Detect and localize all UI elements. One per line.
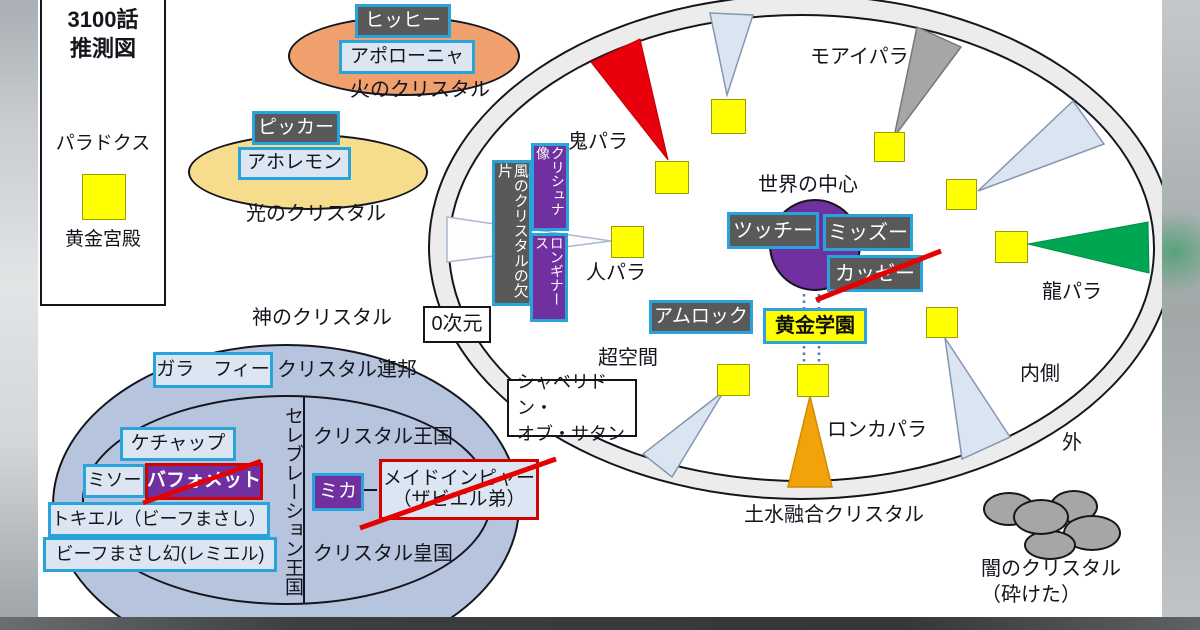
made-in-pya-line2: （ザビエル弟）: [392, 488, 526, 510]
light-leader-box: ピッカー: [252, 111, 340, 145]
tokiel-box: トキエル（ビーフまさし）: [48, 502, 270, 537]
dark-crystal-caption-line1: 闇のクリスタル: [981, 558, 1121, 580]
oni-para-label: 鬼パラ: [568, 131, 628, 153]
tsucchi-box: ツッチー: [727, 212, 819, 249]
zero-dimension-box: 0次元: [423, 306, 491, 343]
title-line1: 3100話: [67, 7, 139, 32]
earth-water-crystal-label: 土水融合クリスタル: [744, 504, 924, 526]
inner-side-label: 内側: [1020, 363, 1060, 385]
crystal-empire-label: クリスタル皇国: [313, 543, 453, 565]
golden-palace-marker-ronka: [797, 364, 829, 397]
god-crystal-caption: 神のクリスタル: [252, 307, 392, 329]
beef-masashi-box: ビーフまさし幻(レミエル): [43, 537, 277, 572]
legend-golden-palace-icon: [82, 174, 126, 220]
diagram-title: 3100話 推測図: [40, 6, 166, 63]
ketchup-box: ケチャップ: [120, 427, 236, 461]
ryu-para-label: 龍パラ: [1042, 281, 1102, 303]
fire-crystal-caption: 火のクリスタル: [350, 79, 490, 101]
right-edge-gradient: [1162, 0, 1200, 630]
dark-crystal-caption-line2: （砕けた）: [981, 584, 1081, 606]
legend-box: [40, 0, 166, 306]
mika-box: ミカ: [312, 473, 364, 511]
longinus-box: ロンギナース: [530, 233, 568, 322]
crystal-kingdom-label: クリスタル王国: [313, 426, 453, 448]
moai-para-label: モアイパラ: [810, 46, 909, 68]
mizzu-box: ミッズー: [823, 214, 913, 251]
baphomet-box: バフォメット: [145, 463, 263, 500]
golden-palace-marker-right-upper: [946, 179, 977, 210]
dark-crystal-piece: [1013, 499, 1069, 535]
world-center-label: 世界の中心: [758, 174, 858, 196]
golden-palace-marker-inner-right: [926, 307, 958, 338]
kingdom-divider-line: [303, 397, 305, 603]
outer-side-label: 外: [1062, 432, 1082, 454]
fire-leader-box: ヒッヒー: [355, 4, 451, 38]
golden-palace-marker-top: [711, 99, 746, 134]
amrock-box: アムロック: [649, 300, 753, 334]
golden-academy-box: 黄金学園: [763, 308, 867, 344]
shaberidon-line1: シャベリドン・: [517, 371, 607, 418]
hito-para-label: 人パラ: [586, 262, 646, 284]
wind-fragment-box: 風のクリスタルの欠片: [492, 160, 532, 306]
legend-paradox-label: パラドクス: [55, 133, 151, 154]
light-sub-box: アホレモン: [238, 147, 351, 180]
shaberidon-line2: オブ・サタン: [517, 424, 625, 445]
kazze-box: カッゼー: [827, 255, 923, 292]
shaberidon-box: シャベリドン・ オブ・サタン: [507, 372, 637, 444]
golden-palace-marker-oni: [655, 161, 689, 194]
fire-sub-box: アポローニャ: [339, 40, 475, 74]
legend-golden-palace-label: 黄金宮殿: [64, 229, 141, 250]
golden-palace-marker-moai: [874, 132, 905, 162]
celebration-kingdom-label: セレブレーション王国: [282, 405, 303, 596]
gala-fee-box: ガラ フィー: [153, 352, 273, 388]
krishna-statue-box: クリシュナ像: [531, 143, 569, 231]
hyperspace-label: 超空間: [598, 347, 658, 369]
golden-palace-marker-ryu: [995, 231, 1028, 263]
made-in-pya-box: メイドインピャー （ザビエル弟）: [379, 459, 539, 520]
crystal-federation-label: クリスタル連邦: [277, 359, 417, 381]
golden-palace-marker-hito: [611, 226, 644, 258]
golden-palace-marker-bottom-left: [717, 364, 750, 396]
title-line2: 推測図: [69, 35, 136, 61]
miso-box: ミソー: [83, 464, 146, 498]
made-in-pya-line1: メイドインピャー: [382, 467, 535, 489]
bottom-edge-gradient: [0, 617, 1200, 630]
light-crystal-caption: 光のクリスタル: [246, 203, 386, 225]
ronka-para-label: ロンカパラ: [827, 419, 927, 441]
left-edge-gradient: [0, 0, 38, 630]
